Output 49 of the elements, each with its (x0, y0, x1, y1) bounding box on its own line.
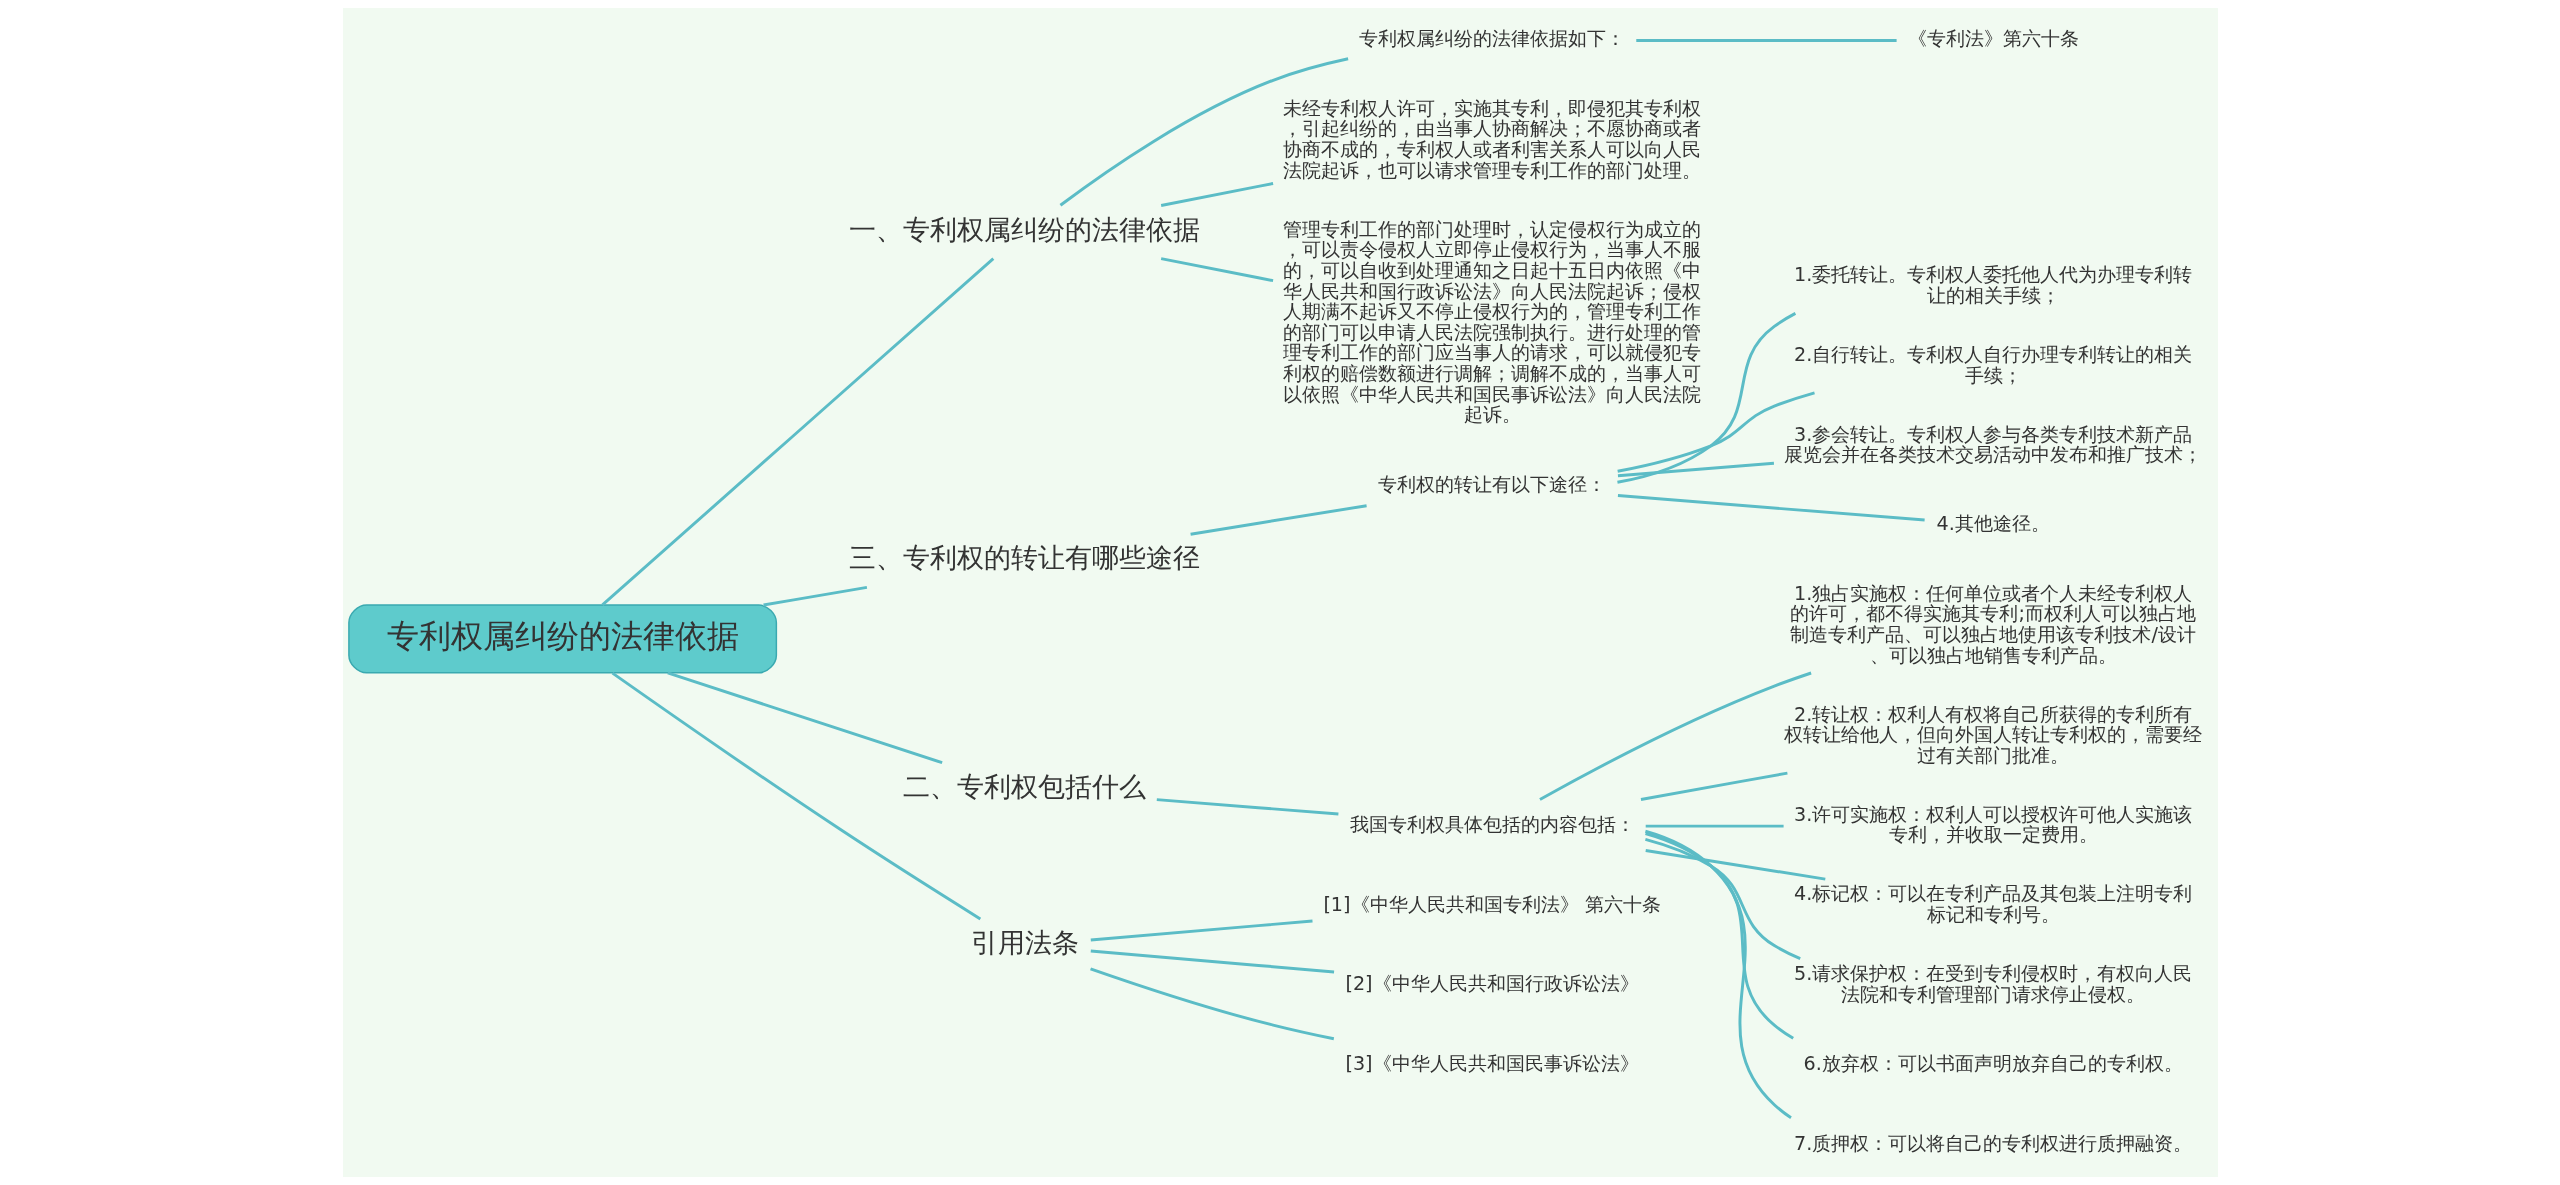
connector (666, 671, 943, 765)
node-text: 4.标记权：可以在专利产品及其包装上注明专利标记和专利号。 (1793, 882, 2192, 927)
connector (1640, 771, 1788, 801)
node-text: 管理专利工作的部门处理时，认定侵权行为成立的，可以责令侵权人立即停止侵权行为，当事人不服的，可以自收到处理通知之日起十五日内依照《中华人民共和国行政诉讼法》向人民法院起诉；侵权人期满不起诉又不停止侵权行为的，管理专利工作的部门可以申请人民法院强制执行。进行处理的管理专利工作的部门应当事人的请求，可以就侵犯专利权的赔偿数额进行调解；调解不成的，当事人可以依照《中华人民共和国民事诉讼法》向人民法院起诉。 (1282, 217, 1701, 427)
connector (1538, 671, 1812, 801)
node-text: 未经专利权人许可，实施其专利，即侵犯其专利权，引起纠纷的，由当事人协商解决；不愿协商或者协商不成的，专利权人或者利害关系人可以向人民法院起诉，也可以请求管理专利工作的部门处理。 (1282, 96, 1701, 182)
connector (1635, 39, 1897, 42)
node-text: 我国专利权具体包括的内容包括： (1349, 813, 1635, 837)
connector (1644, 849, 1826, 881)
node-text: 6.放弃权：可以书面声明放弃自己的专利权。 (1803, 1051, 2183, 1075)
connector (1644, 829, 1792, 1119)
connector (1160, 257, 1273, 283)
node-text: 3.参会转让。专利权人参与各类专利技术新产品展览会并在各类技术交易活动中发布和推广技术； (1783, 422, 2202, 467)
node-text: 二、专利权包括什么 (902, 770, 1146, 802)
node-text: 三、专利权的转让有哪些途径 (848, 542, 1200, 574)
node-text: [1]《中华人民共和国专利法》 第六十条 (1322, 892, 1661, 916)
connector (1189, 504, 1367, 536)
node-text: 2.转让权：权利人有权将自己所获得的专利所有权转让给他人，但向外国人转让专利权的，需要经过有关部门批准。 (1783, 702, 2202, 767)
node-text: [3]《中华人民共和国民事诉讼法》 (1344, 1051, 1639, 1075)
node-text: 引用法条 (970, 927, 1079, 959)
connector (1617, 494, 1925, 522)
connector (601, 257, 994, 607)
node-text: 专利权的转让有以下途径： (1377, 472, 1606, 496)
node-text: [2]《中华人民共和国行政诉讼法》 (1344, 972, 1639, 996)
node-text: 5.请求保护权：在受到专利侵权时，有权向人民法院和专利管理部门请求停止侵权。 (1793, 962, 2192, 1006)
node-text: 一、专利权属纠纷的法律依据 (848, 213, 1200, 245)
connector (1644, 838, 1801, 960)
connector (1160, 182, 1273, 207)
node-text: 1.委托转让。专利权人委托他人代为办理专利转让的相关手续； (1793, 263, 2192, 307)
connector (611, 671, 981, 921)
node-text: 7.质押权：可以将自己的专利权进行质押融资。 (1793, 1131, 2192, 1155)
connector (1645, 824, 1784, 828)
connector (1644, 832, 1794, 1040)
connector (1059, 57, 1348, 207)
connector (1156, 798, 1338, 816)
connector (1090, 919, 1313, 942)
node-text: 4.其他途径。 (1936, 512, 2050, 536)
connector (762, 585, 867, 607)
connector (1090, 949, 1334, 974)
connector (1617, 461, 1774, 478)
node-text: 3.许可实施权：权利人可以授权许可他人实施该专利，并收取一定费用。 (1793, 802, 2192, 847)
node-text: 《专利法》第六十条 (1907, 27, 2079, 51)
node-box: 专利权属纠纷的法律依据 (347, 604, 777, 674)
connector (1616, 391, 1815, 473)
connector (1089, 967, 1334, 1041)
node-text: 1.独占实施权：任何单位或者个人未经专利权人的许可，都不得实施其专利;而权利人可以独占地制造专利产品、可以独占地使用该专利技术/设计、可以独占地销售专利产品。 (1789, 581, 2196, 667)
node-text: 2.自行转让。专利权人自行办理专利转让的相关手续； (1793, 342, 2192, 387)
connector (1616, 312, 1796, 484)
node-text: 专利权属纠纷的法律依据如下： (1358, 27, 1625, 51)
